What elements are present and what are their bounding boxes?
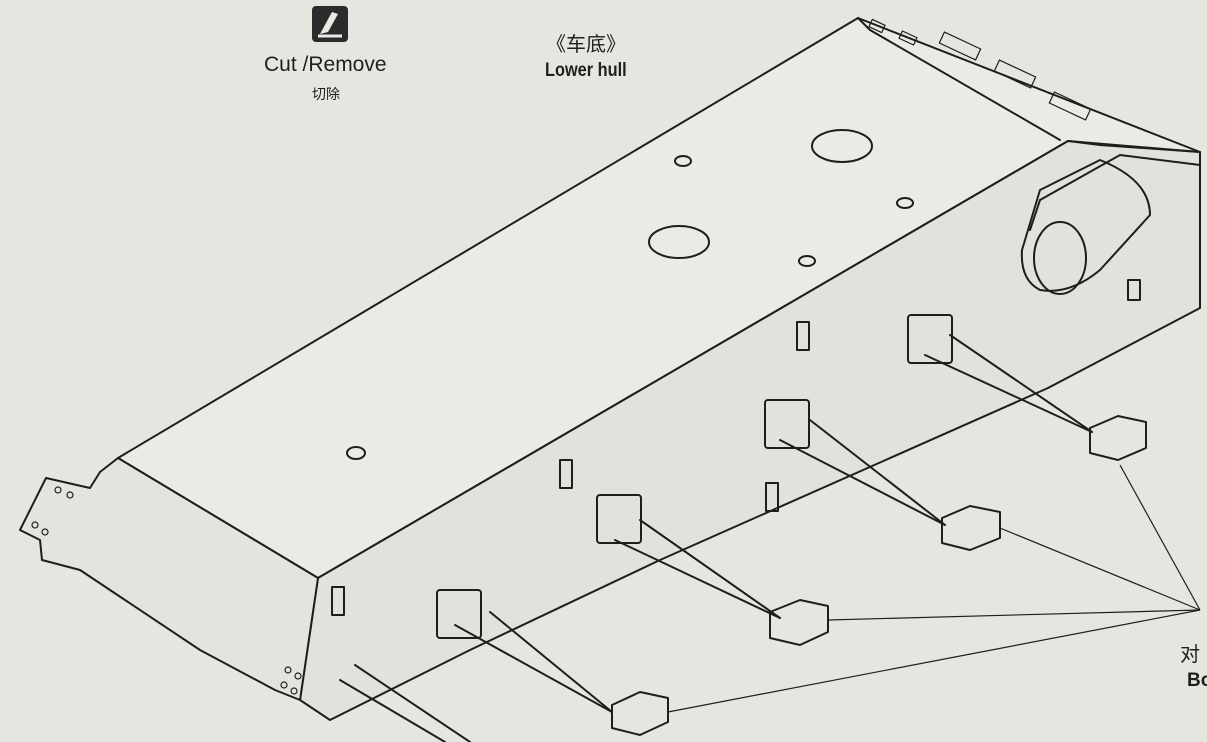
assembly-arrows bbox=[339, 334, 1093, 742]
hole-3 bbox=[798, 255, 816, 267]
hull-front-plate bbox=[19, 457, 319, 701]
mount-plates bbox=[436, 314, 953, 639]
hull-rear-plate bbox=[1029, 140, 1201, 231]
callout-en: Bo bbox=[1187, 670, 1207, 691]
hole-1 bbox=[674, 155, 692, 167]
front-plate-holes bbox=[31, 486, 302, 695]
side-slots bbox=[331, 279, 1141, 616]
hatch-large-2 bbox=[648, 225, 710, 259]
cut-remove-label: Cut /Remove bbox=[264, 53, 387, 76]
part-name-cn: 《车底》 bbox=[546, 32, 626, 56]
sprocket-housing bbox=[1020, 159, 1151, 292]
part-name-en: Lower hull bbox=[545, 60, 627, 81]
cut-remove-cn-label: 切除 bbox=[312, 86, 340, 102]
sprocket-hole bbox=[1033, 221, 1087, 295]
hole-4 bbox=[346, 446, 366, 460]
callout-cn: 对 bbox=[1180, 642, 1200, 666]
hole-2 bbox=[896, 197, 914, 209]
rear-plate-edge bbox=[857, 17, 1061, 141]
knife-cut-icon bbox=[312, 6, 348, 42]
callout-lines bbox=[667, 464, 1201, 713]
bump-stop-parts bbox=[611, 415, 1147, 736]
hatch-large-1 bbox=[811, 129, 873, 163]
rear-plate-cutouts bbox=[868, 18, 1092, 121]
